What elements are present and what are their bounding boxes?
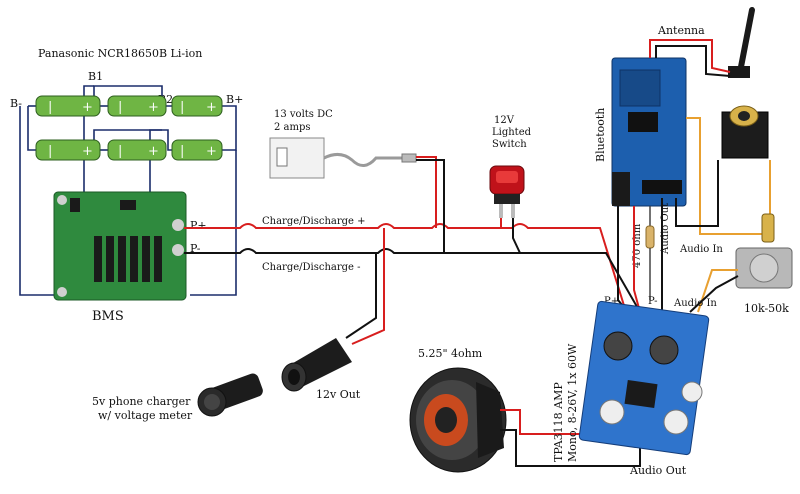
speaker-wires xyxy=(500,409,641,467)
amp-board xyxy=(578,300,710,456)
battery-cell-6: | + xyxy=(171,139,223,161)
label-bt-audio-out: Audio Out xyxy=(660,203,671,255)
label-antenna: Antenna xyxy=(657,24,705,37)
label-switch-line3: Switch xyxy=(492,139,527,150)
label-resistor: 470 ohm xyxy=(632,223,643,268)
dc-power-adapter xyxy=(269,137,417,179)
label-phone-line2: w/ voltage meter xyxy=(98,409,193,422)
resistor xyxy=(645,206,655,300)
label-switch-line2: Lighted xyxy=(492,127,532,138)
battery-title: Panasonic NCR18650B Li-ion xyxy=(38,47,202,60)
cell-plus-3: + xyxy=(206,100,217,115)
cigarette-socket xyxy=(281,338,352,392)
label-amp-line2: Mono, 8-26V, 1x 60W xyxy=(566,343,579,462)
label-bms-p-minus: P- xyxy=(190,242,201,255)
cell-plus-4: + xyxy=(82,144,93,159)
dc-adapter-wires xyxy=(416,156,445,253)
switch-wires xyxy=(500,218,521,254)
battery-cell-4: | + xyxy=(35,139,101,161)
label-audio-in-top: Audio In xyxy=(679,244,723,255)
label-amp-line1: TPA3118 AMP xyxy=(552,382,565,462)
label-speaker: 5.25" 4ohm xyxy=(418,347,483,360)
pot-wires xyxy=(689,269,739,313)
battery-cell-2: | + xyxy=(107,95,167,117)
cell-minus-3: | xyxy=(180,100,184,115)
charge-plus-wire xyxy=(184,223,627,313)
cell-plus-2: + xyxy=(148,100,159,115)
label-amp-p-minus: P- xyxy=(648,296,658,307)
label-12v-out: 12v Out xyxy=(316,388,361,401)
label-charge-minus: Charge/Discharge - xyxy=(262,262,361,273)
label-audio-in-amp: Audio In xyxy=(673,298,717,309)
cell-minus-4: | xyxy=(48,144,52,159)
output-12v-wires xyxy=(345,228,385,345)
label-b-plus: B+ xyxy=(226,93,243,106)
label-switch-line1: 12V xyxy=(494,115,515,126)
lighted-switch xyxy=(489,165,525,218)
battery-cell-5: | + xyxy=(107,139,167,161)
bms-board xyxy=(53,191,187,301)
label-bluetooth: Bluetooth xyxy=(594,108,607,162)
phone-charger-plug xyxy=(197,373,263,417)
label-audio-out: Audio Out xyxy=(629,464,687,477)
cell-plus-5: + xyxy=(148,144,159,159)
battery-cell-1: | + xyxy=(35,95,101,117)
label-b1: B1 xyxy=(88,70,103,83)
cell-minus-6: | xyxy=(180,144,184,159)
speaker xyxy=(409,367,507,473)
antenna xyxy=(728,7,755,78)
label-dc-line1: 13 volts DC xyxy=(274,109,333,120)
cell-plus-1: + xyxy=(82,100,93,115)
label-amp-p-plus: P+ xyxy=(604,296,619,307)
potentiometer xyxy=(735,213,793,289)
cell-minus-5: | xyxy=(118,144,122,159)
charge-minus-wire xyxy=(184,248,641,313)
label-pot: 10k-50k xyxy=(744,302,789,315)
cell-minus-2: | xyxy=(118,100,122,115)
label-dc-line2: 2 amps xyxy=(274,122,311,133)
audio-jack xyxy=(721,105,769,159)
audio-jack-wires xyxy=(675,117,771,235)
label-bms-p-plus: P+ xyxy=(190,219,207,232)
battery-cell-3: | + xyxy=(171,95,223,117)
cell-plus-6: + xyxy=(206,144,217,159)
antenna-wires xyxy=(649,39,731,77)
bluetooth-module xyxy=(611,57,687,207)
cell-minus-1: | xyxy=(48,100,52,115)
label-phone-line1: 5v phone charger xyxy=(92,395,191,408)
label-charge-plus: Charge/Discharge + xyxy=(262,216,366,227)
label-bms: BMS xyxy=(92,309,124,324)
